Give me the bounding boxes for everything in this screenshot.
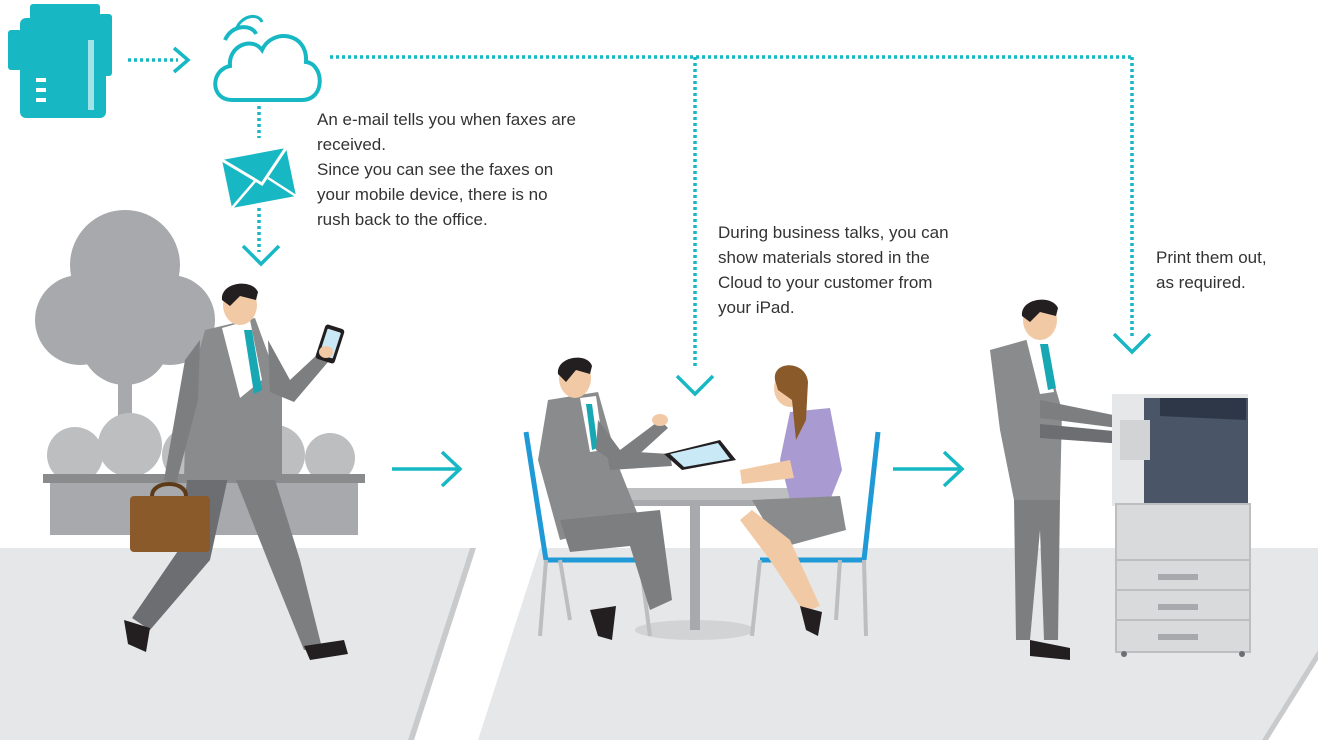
caption-line: received. [317,135,386,154]
arrow-scene-2-to-3 [893,450,965,488]
dotted-connector-top [330,55,1134,368]
chair-right-frame [750,559,868,637]
platform-left-edge [408,548,476,740]
caption-line: During business talks, you can [718,223,949,242]
arrowheads-down [241,244,1152,397]
caption-line: show materials stored in the [718,248,930,267]
meeting-table [595,488,808,640]
caption-line: rush back to the office. [317,210,488,229]
envelope-icon [221,147,297,209]
standing-businessman [990,299,1124,660]
arrow-scene-1-to-2 [392,450,463,488]
cloud-icon [213,14,322,102]
caption-line: An e-mail tells you when faxes are [317,110,576,129]
seated-businessman [538,357,672,640]
caption-line: your iPad. [718,298,795,317]
tree [35,210,215,460]
caption-line: your mobile device, there is no [317,185,548,204]
caption-print-out: Print them out, as required. [1156,245,1316,295]
fax-machine-icon [8,4,112,118]
briefcase-icon [130,482,210,552]
smartphone-icon [315,324,345,364]
caption-line: as required. [1156,273,1246,292]
floor-platforms [0,548,1318,740]
caption-line: Since you can see the faxes on [317,160,554,179]
caption-business-talks: During business talks, you can show mate… [718,220,1018,320]
caption-line: Print them out, [1156,248,1267,267]
caption-email-notice: An e-mail tells you when faxes are recei… [317,107,677,232]
platform-right [478,548,1318,740]
tablet-icon [664,440,736,470]
seated-woman [740,365,846,636]
copier-machine [1112,394,1251,657]
platform-left [0,548,470,740]
caption-line: Cloud to your customer from [718,273,933,292]
arrow-fax-to-cloud [128,46,191,74]
platform-right-edge [1262,650,1318,740]
